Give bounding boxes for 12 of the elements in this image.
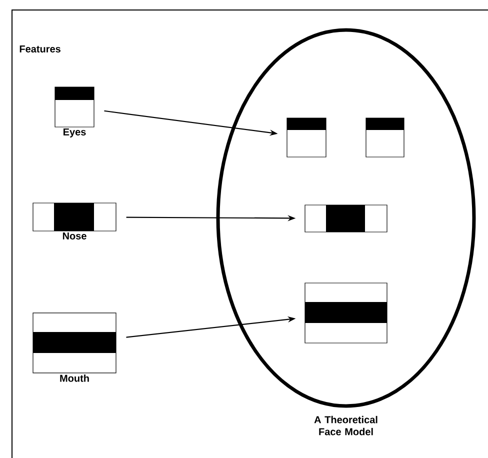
feature-box: Mouth	[32, 312, 116, 382]
feature-box: Eyes	[54, 86, 94, 138]
feature-box	[286, 118, 326, 158]
node-label: Nose	[62, 232, 86, 240]
heading: Features	[20, 46, 60, 52]
node-label: Mouth	[60, 374, 89, 382]
node-label: Eyes	[64, 128, 86, 138]
node-label: A Theoretical Face Model	[314, 416, 378, 436]
feature-box	[304, 282, 388, 344]
feature-box	[304, 204, 388, 232]
feature-box	[366, 118, 404, 158]
feature-box: Nose	[32, 202, 116, 240]
